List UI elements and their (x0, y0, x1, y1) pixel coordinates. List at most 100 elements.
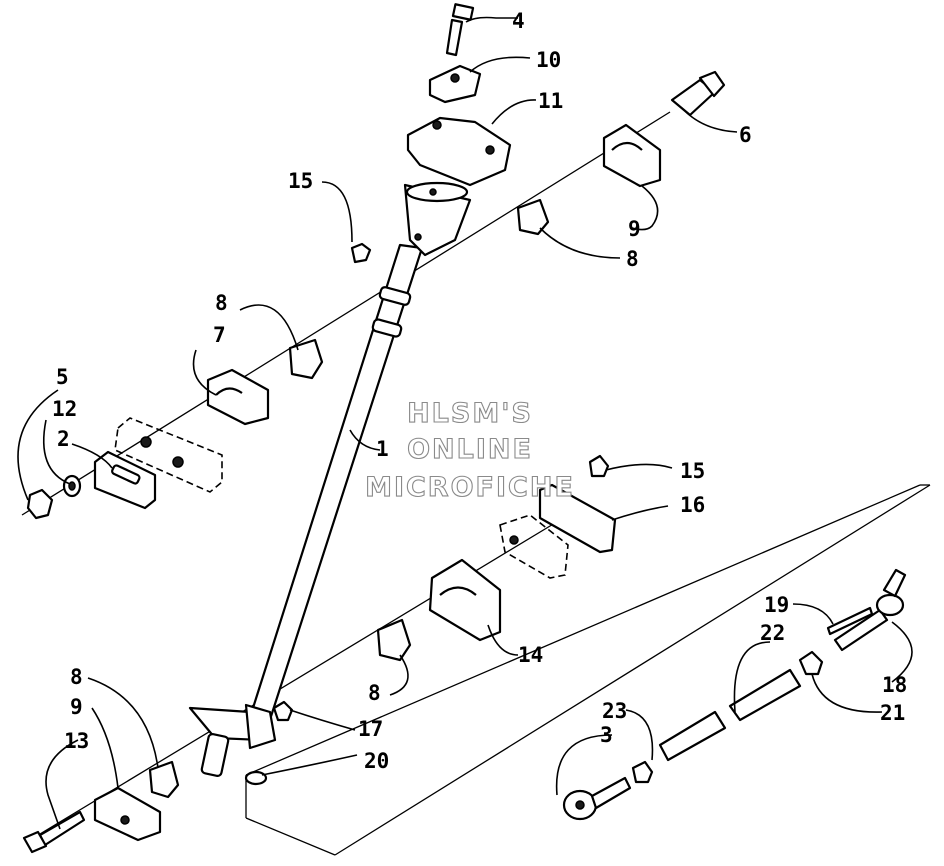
lower-left-clamp (22, 700, 294, 854)
callout-22: 22 (760, 621, 785, 645)
leader-9-upper (631, 185, 659, 231)
post-bushing-upper (378, 286, 412, 306)
callout-15-upper: 15 (288, 169, 313, 193)
cap-10-hole (450, 73, 460, 83)
watermark-line-2: ONLINE (407, 434, 533, 465)
callout-9-upper: 9 (628, 217, 641, 241)
plate-2-slot (111, 464, 141, 485)
tie-rod-assembly (562, 568, 907, 821)
callout-7: 7 (213, 323, 226, 347)
leader-11 (491, 99, 537, 125)
block-11 (406, 116, 512, 187)
leader-lines (17, 16, 913, 830)
upper-mount-rivet (414, 233, 422, 241)
post-lower-spline (200, 733, 230, 777)
leader-2 (71, 443, 113, 469)
leader-10 (469, 56, 531, 73)
frame-ghost-upper (114, 417, 223, 493)
tie-rod-end-18 (875, 593, 905, 617)
callout-3: 3 (600, 723, 613, 747)
jam-nut-23 (631, 760, 654, 784)
washer-12-hole (68, 481, 76, 491)
callout-23: 23 (602, 699, 627, 723)
tie-rod-frame-bottom (245, 817, 336, 856)
bushing-8-left (288, 338, 324, 380)
sleeve-22 (728, 668, 802, 722)
callout-17: 17 (358, 717, 383, 741)
leader-6 (681, 107, 738, 133)
frame-ghost-lower (499, 514, 569, 579)
frame-hole-a (140, 436, 152, 448)
frame-hole-b (172, 456, 184, 468)
cotter-pin-19 (826, 606, 874, 636)
clamp-9-upper (602, 123, 662, 188)
clamp-7-bore (215, 387, 243, 396)
block-11-hole-b (485, 145, 495, 155)
bushing-8-upper (516, 198, 550, 236)
watermark: HLSM'S ONLINE MICROFICHE (365, 397, 575, 503)
leader-18 (891, 621, 913, 683)
leader-4 (465, 16, 518, 23)
leader-8-upper (539, 227, 621, 259)
leader-8-lower-left (87, 677, 159, 769)
callout-10: 10 (536, 48, 561, 72)
clamp-9-lower-hole (120, 815, 130, 825)
callout-2: 2 (57, 427, 70, 451)
callout-8-lower-right: 8 (368, 681, 381, 705)
callout-5: 5 (56, 365, 69, 389)
rod-end-3-hole (575, 800, 585, 810)
callout-9-lower: 9 (70, 695, 83, 719)
watermark-line-1: HLSM'S (407, 398, 533, 429)
callout-18: 18 (882, 673, 907, 697)
clamp-14 (428, 558, 502, 642)
leader-1 (349, 429, 381, 451)
bushing-8-lower-right (376, 618, 412, 662)
upper-mount-hole (429, 188, 437, 196)
leader-16 (611, 505, 669, 521)
leader-15-upper (321, 181, 353, 243)
clamp-9-upper-bore (611, 141, 643, 151)
callout-8-left: 8 (215, 291, 228, 315)
leader-3 (555, 734, 613, 796)
callout-16: 16 (680, 493, 705, 517)
leader-22 (733, 641, 771, 713)
callout-13: 13 (64, 729, 89, 753)
callout-8-lower-left: 8 (70, 665, 83, 689)
leader-17 (289, 709, 356, 731)
block-11-hole-a (432, 120, 442, 130)
callout-21: 21 (880, 701, 905, 725)
upper-left-clamp (26, 338, 324, 520)
rod-end-3-stud (590, 776, 632, 810)
nut-5 (26, 488, 54, 520)
frame-ghost-hole (509, 535, 519, 545)
bolt-13-shank (38, 810, 86, 847)
tie-rod-end-shank (833, 608, 889, 652)
callout-8-upper: 8 (626, 247, 639, 271)
clamp-7 (206, 368, 270, 426)
bolt-4-head (451, 3, 475, 21)
callout-1: 1 (376, 437, 389, 461)
callout-15-lower: 15 (680, 459, 705, 483)
pitman-arm-gusset (244, 703, 277, 750)
watermark-line-3: MICROFICHE (365, 472, 575, 503)
leader-19 (792, 603, 834, 625)
leader-15-lower (605, 463, 673, 471)
callout-12: 12 (52, 397, 77, 421)
callout-11: 11 (538, 89, 563, 113)
callout-6: 6 (739, 123, 752, 147)
leader-7 (192, 349, 217, 396)
bolt-13-head (22, 830, 48, 854)
clamp-9-lower (93, 786, 162, 842)
bushing-8-lower-left (148, 760, 180, 799)
tie-rod-frame-lower (334, 484, 931, 856)
tie-rod-end-stud (882, 568, 907, 598)
washer-20 (244, 770, 268, 786)
cap-10 (428, 64, 482, 104)
callout-4: 4 (512, 9, 525, 33)
leader-5 (17, 389, 59, 501)
bolt-4-shank (445, 18, 464, 57)
top-hardware (350, 3, 512, 264)
upper-mount-flange (405, 181, 469, 203)
